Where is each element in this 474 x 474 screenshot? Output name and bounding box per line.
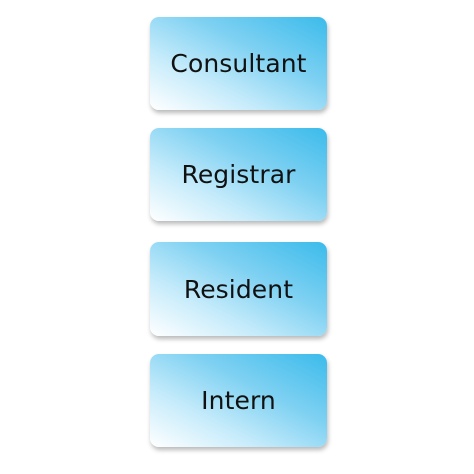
level-box-consultant: Consultant	[150, 17, 327, 110]
level-box-registrar: Registrar	[150, 128, 327, 221]
level-label-registrar: Registrar	[181, 160, 296, 189]
level-box-resident: Resident	[150, 242, 327, 336]
level-label-resident: Resident	[183, 274, 294, 304]
level-label-intern: Intern	[201, 386, 276, 415]
level-box-intern: Intern	[150, 354, 327, 447]
level-label-consultant: Consultant	[170, 49, 307, 78]
